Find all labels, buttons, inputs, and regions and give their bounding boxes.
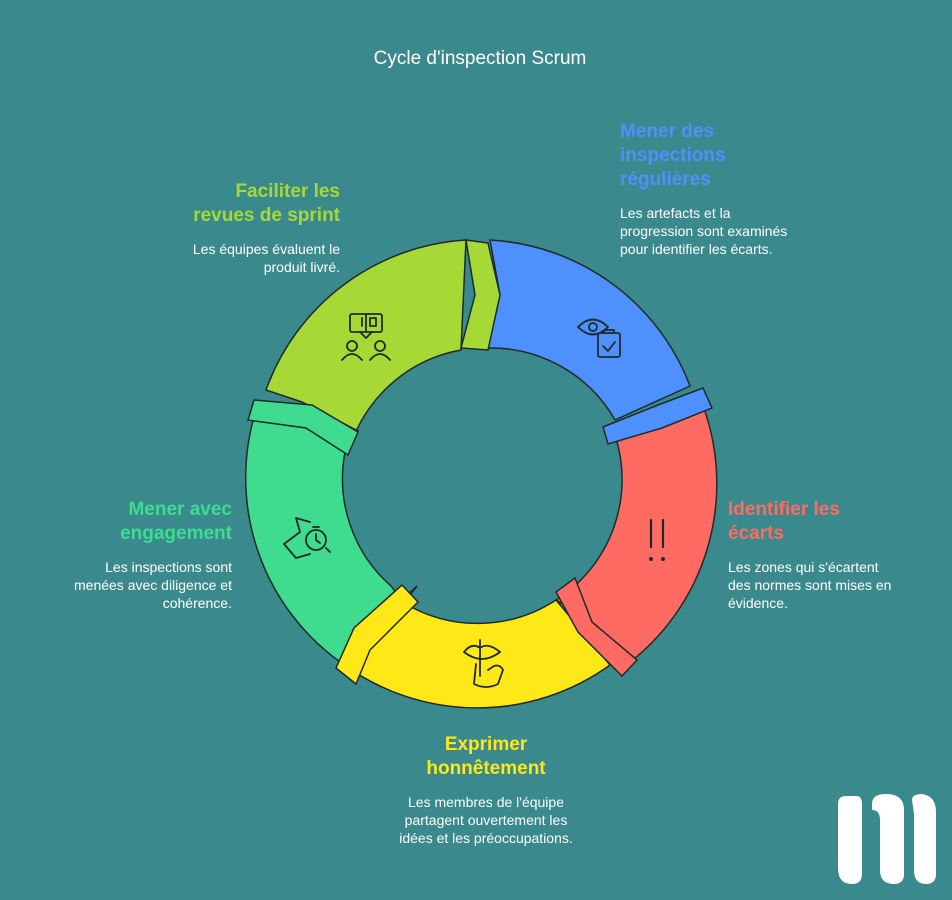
tab-yellow-green [335, 583, 420, 686]
step-description: Les inspections sont menées avec diligen… [74, 559, 232, 611]
step-description: Les zones qui s'écartent des normes sont… [728, 559, 892, 611]
step-description: Les équipes évaluent le produit livré. [192, 241, 340, 275]
shush-icon [463, 639, 504, 688]
brand-logo [838, 794, 936, 884]
eye-clipboard-icon [577, 318, 621, 358]
step-express-honestly: Exprimer honnêtement Les membres de l'éq… [386, 733, 586, 847]
step-title: Mener des inspections régulières [620, 121, 726, 190]
step-sprint-reviews: Faciliter les revues de sprint Les équip… [170, 180, 340, 276]
diagram-title: Cycle d'inspection Scrum [373, 48, 587, 69]
tab-red-yellow [555, 576, 639, 678]
step-title: Exprimer honnêtement [426, 734, 546, 779]
people-discussion-icon [341, 313, 391, 361]
hand-stopwatch-icon [283, 517, 331, 559]
step-title: Identifier les écarts [728, 499, 840, 544]
exclamation-icon [649, 518, 665, 561]
step-regular-inspections: Mener des inspections régulières Les art… [620, 120, 820, 258]
step-identify-gaps: Identifier les écarts Les zones qui s'éc… [728, 498, 928, 612]
tab-blue-red [602, 387, 714, 445]
segment-lime [265, 239, 467, 455]
step-title: Faciliter les revues de sprint [193, 181, 340, 226]
step-description: Les membres de l'équipe partagent ouvert… [399, 794, 573, 846]
tab-green-lime [247, 399, 359, 457]
tab-lime-blue [460, 239, 501, 351]
segment-blue [487, 239, 691, 421]
step-title: Mener avec engagement [120, 499, 232, 544]
step-description: Les artefacts et la progression sont exa… [620, 205, 788, 257]
step-lead-with-commitment: Mener avec engagement Les inspections so… [62, 498, 232, 612]
